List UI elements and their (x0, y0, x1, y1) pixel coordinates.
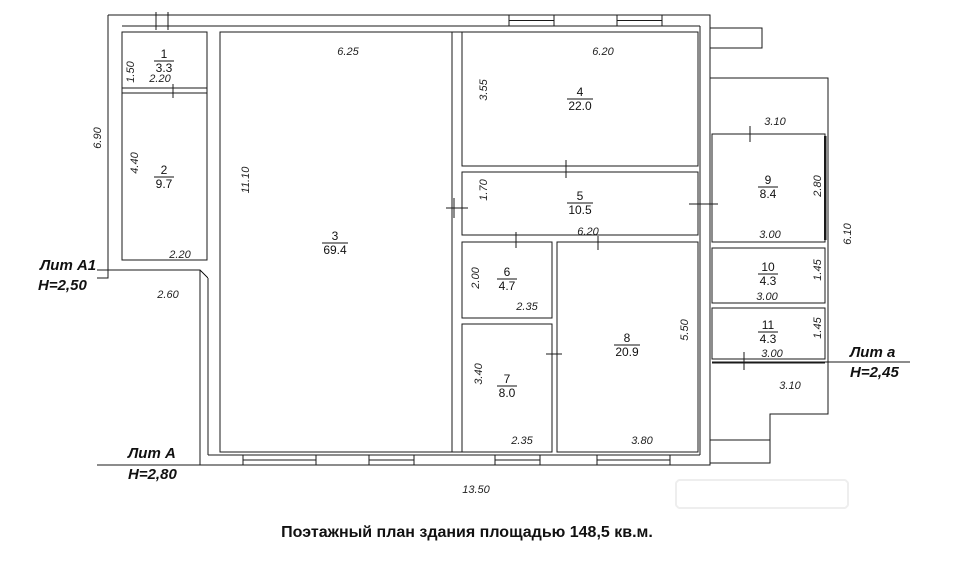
room-11-number: 11 (762, 318, 775, 332)
dimension-labels: 1.50 2.20 4.40 2.20 6.90 2.60 6.25 11.10… (92, 46, 854, 496)
dim-room9-width: 3.00 (759, 229, 781, 241)
room-7-number: 7 (504, 372, 511, 386)
dim-room9-height: 2.80 (812, 174, 824, 197)
room-5-area: 10.5 (568, 203, 592, 217)
dim-total-width: 13.50 (462, 484, 490, 496)
dim-room3-width: 6.25 (337, 46, 359, 58)
room-2-area: 9.7 (156, 177, 173, 191)
outer-walls (97, 14, 711, 466)
dim-room7-width: 2.35 (510, 435, 533, 447)
dim-room9-top: 3.10 (764, 116, 786, 128)
room-8-number: 8 (624, 331, 631, 345)
room-2-number: 2 (161, 163, 168, 177)
lit-labels: Лит А1 H=2,50 Лит А H=2,80 Лит а H=2,45 (38, 257, 910, 483)
room-6-area: 4.7 (499, 279, 516, 293)
room-10-number: 10 (761, 260, 775, 274)
room-6-number: 6 (504, 265, 511, 279)
lit-a1-label: Лит А1 (39, 257, 96, 274)
dim-room5-height: 1.70 (478, 178, 490, 200)
dim-a1-lower: 2.60 (156, 289, 179, 301)
room-8-area: 20.9 (615, 345, 639, 359)
dim-room5-width: 6.20 (577, 226, 599, 238)
room-labels: 1 3.3 2 9.7 3 69.4 4 22.0 5 10.5 6 4.7 7… (154, 47, 778, 400)
room-3-area: 69.4 (323, 243, 347, 257)
dim-annex-bottom: 3.10 (779, 380, 801, 392)
room-9-number: 9 (765, 173, 772, 187)
lit-a-height: H=2,80 (128, 466, 177, 483)
room-1-number: 1 (161, 47, 168, 61)
dim-room6-height: 2.00 (470, 266, 482, 289)
door-marks (155, 12, 751, 370)
room-4-area: 22.0 (568, 99, 592, 113)
room-9-area: 8.4 (760, 187, 777, 201)
lit-annex-label: Лит а (849, 344, 895, 361)
dim-room2-width: 2.20 (168, 249, 191, 261)
room-11-area: 4.3 (760, 332, 777, 346)
dim-room4-height: 3.55 (478, 78, 490, 100)
dim-room2-height: 4.40 (129, 151, 141, 173)
dim-room8-height: 5.50 (679, 318, 691, 340)
room-5-number: 5 (577, 189, 584, 203)
dim-a1-total: 6.90 (92, 126, 104, 148)
dim-room3-height: 11.10 (240, 166, 252, 194)
room-7-area: 8.0 (499, 386, 516, 400)
dim-room7-height: 3.40 (473, 362, 485, 384)
annex-walls (709, 27, 829, 464)
room-3-number: 3 (332, 229, 339, 243)
dim-room10-width: 3.00 (756, 291, 778, 303)
lit-annex-height: H=2,45 (850, 364, 899, 381)
dim-room11-width: 3.00 (761, 348, 783, 360)
watermark (675, 479, 849, 509)
room-1-area: 3.3 (156, 61, 173, 75)
dim-room1-height: 1.50 (125, 60, 137, 82)
room-4-number: 4 (577, 85, 584, 99)
dim-room11-height: 1.45 (812, 316, 824, 338)
lit-a-label: Лит А (127, 445, 176, 462)
dim-annex-total: 6.10 (842, 222, 854, 244)
dim-room4-width: 6.20 (592, 46, 614, 58)
room-10-area: 4.3 (760, 274, 777, 288)
lit-a1-height: H=2,50 (38, 277, 87, 294)
plan-caption: Поэтажный план здания площадью 148,5 кв.… (281, 524, 653, 541)
dim-room1-width: 2.20 (148, 73, 171, 85)
windows (242, 14, 671, 466)
dim-room8-width: 3.80 (631, 435, 653, 447)
dim-room6-width: 2.35 (515, 301, 538, 313)
dim-room10-height: 1.45 (812, 258, 824, 280)
